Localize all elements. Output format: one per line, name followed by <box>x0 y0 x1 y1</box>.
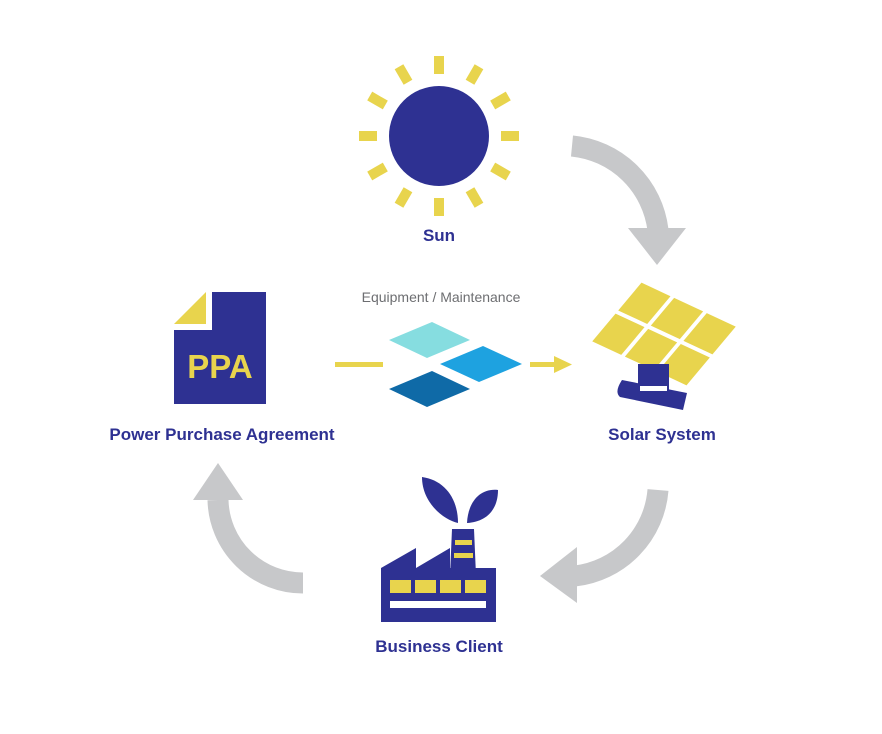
equipment-flow-arrow <box>335 356 572 373</box>
solar-panel-icon <box>588 279 740 410</box>
sun-ray <box>465 64 484 85</box>
arrow-solar-to-client <box>540 488 669 603</box>
sun-ray <box>367 162 388 181</box>
business-client-label: Business Client <box>375 637 503 656</box>
sun-ray <box>394 64 413 85</box>
sun-ray <box>394 187 413 208</box>
ppa-label: Power Purchase Agreement <box>109 425 335 444</box>
sun-label: Sun <box>422 226 456 245</box>
document-text: PPA <box>187 348 252 385</box>
stacked-layers-icon <box>389 322 522 407</box>
document-icon: PPA <box>174 292 266 404</box>
solar-system-label: Solar System <box>608 425 716 444</box>
sun-icon <box>359 56 519 216</box>
factory-icon <box>381 477 498 622</box>
sun-ray <box>490 162 511 181</box>
arrow-client-to-ppa <box>193 463 304 594</box>
sun-ray <box>367 91 388 110</box>
sun-ray <box>434 198 444 216</box>
sun-ray <box>490 91 511 110</box>
sun-ray <box>359 131 377 141</box>
sun-ray <box>465 187 484 208</box>
arrow-sun-to-solar <box>570 135 686 265</box>
sun-ray <box>501 131 519 141</box>
sun-ray <box>434 56 444 74</box>
equipment-maintenance-label: Equipment / Maintenance <box>361 289 521 305</box>
